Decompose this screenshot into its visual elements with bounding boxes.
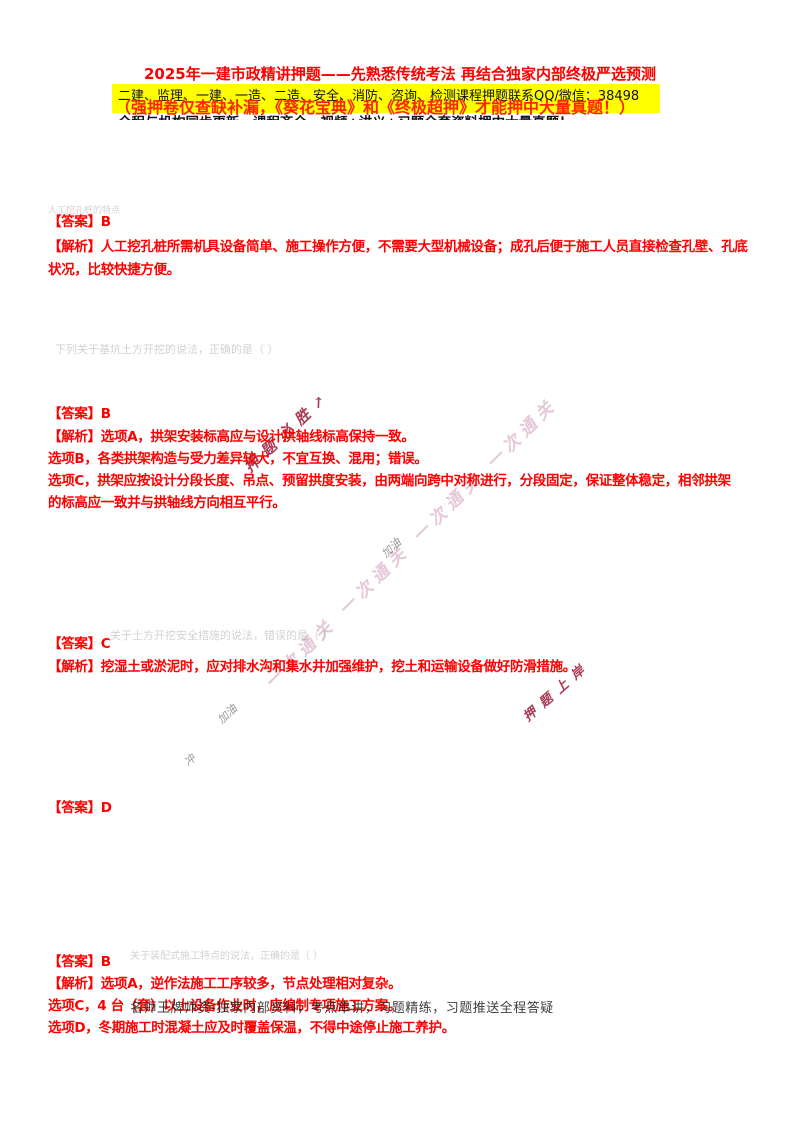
faint-question-text: 关于装配式施工特点的说法，正确的是（ ） — [130, 951, 324, 962]
analysis-line: 【解析】选项A，拱架安装标高应与设计拱轴线标高保持一致。 — [48, 429, 415, 445]
analysis-line: 选项D，冬期施工时混凝土应及时覆盖保温，不得中途停止施工养护。 — [48, 1020, 455, 1036]
answer-line: 【答案】C — [48, 636, 111, 652]
clipped-ad-line: 全程与机构同步更新，课程齐全，视频+讲义+习题全套资料押中大量真题！ — [118, 111, 638, 120]
promo-red-line: （强押卷仅查缺补漏，《葵花宝典》和《终极超押》才能押中大量真题！） — [115, 98, 636, 117]
faint-question-text: 人工挖孔桩的特点 — [48, 206, 121, 216]
analysis-line: 选项C，4 台（套）以上设备作业时，应编制专项施工方案。 — [48, 998, 402, 1014]
analysis-line: 【解析】人工挖孔桩所需机具设备简单、施工操作方便，不需要大型机械设备；成孔后便于… — [48, 239, 748, 255]
analysis-line: 【解析】挖湿土或淤泥时，应对排水沟和集水井加强维护，挖土和运输设备做好防滑措施。 — [48, 659, 576, 675]
answer-line: 【答案】B — [48, 954, 111, 970]
watermark-pink-ribbon: 一次通关 一次通关 一次通关 一次通关 — [261, 394, 563, 694]
answer-line: 【答案】B — [48, 406, 111, 422]
watermark-crimson-stroke: 押题上岸 — [520, 658, 594, 725]
faint-question-text: 下列关于基坑土方开挖的说法，正确的是（ ） — [55, 343, 279, 356]
faint-question-text: 关于土方开挖安全措施的说法，错误的是（ ） — [110, 629, 334, 642]
analysis-line: 选项C，拱架应按设计分段长度、吊点、预留拱度安装，由两端向跨中对称进行，分段固定… — [48, 473, 731, 489]
analysis-line: 的标高应一致并与拱轴线方向相互平行。 — [48, 495, 286, 511]
answer-line: 【答案】D — [48, 800, 112, 816]
analysis-line: 选项B，各类拱架构造与受力差异较大，不宜互换、混用；错误。 — [48, 451, 428, 467]
analysis-line: 【解析】选项A，逆作法施工工序较多，节点处理相对复杂。 — [48, 976, 402, 992]
course-contact-ad-line: 二建、监理、一建、一造、二造、安全、消防、咨询、检测课程押题联系QQ/微信：38… — [118, 89, 640, 104]
document-title: 2025年一建市政精讲押题——先熟悉传统考法 再结合独家内部终极严选预测 — [144, 65, 656, 83]
yellow-highlight-band — [112, 84, 660, 113]
overlay-ad-text: 名师王牌师资-独家内部资料，考点串讲，习题精练，习题推送全程答疑 — [130, 1001, 554, 1016]
analysis-line: 状况，比较快捷方便。 — [48, 262, 180, 278]
answer-line: 【答案】B — [48, 214, 111, 230]
